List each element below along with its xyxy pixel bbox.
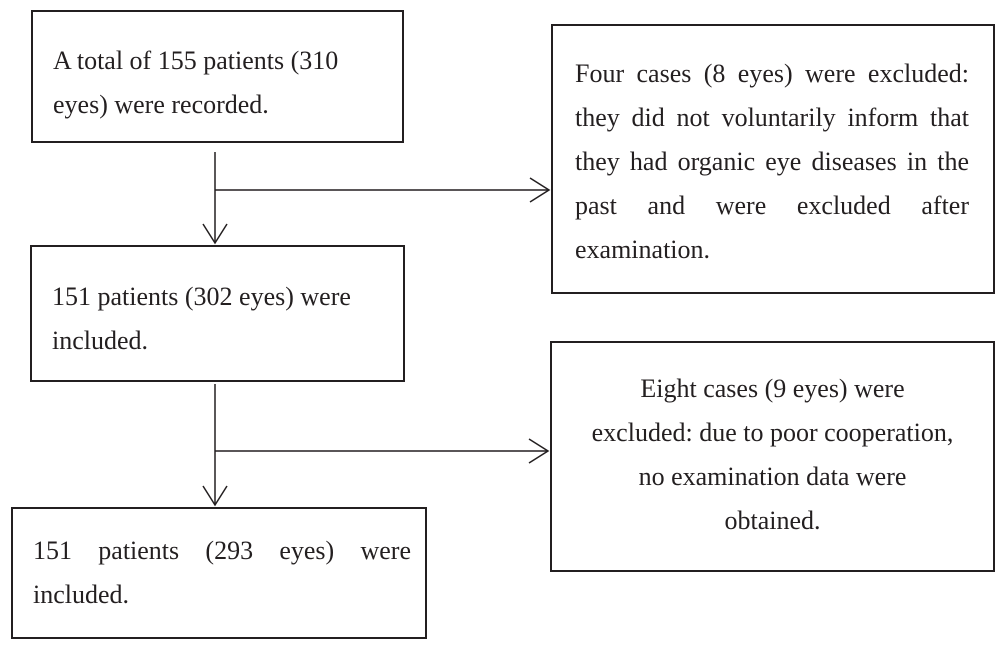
- included-patients-box: 151 patients (302 eyes) were included.: [30, 245, 405, 382]
- final-included-box: 151 patients (293 eyes) were included.: [11, 507, 427, 639]
- final-included-text: 151 patients (293 eyes) were included.: [33, 536, 411, 609]
- exclusion-box-2: Eight cases (9 eyes) were excluded: due …: [550, 341, 995, 572]
- arrowhead-exclusion1: [529, 177, 551, 203]
- total-patients-text: A total of 155 patients (310 eyes) were …: [53, 46, 339, 119]
- arrowhead-final: [202, 485, 228, 507]
- total-patients-box: A total of 155 patients (310 eyes) were …: [31, 10, 404, 143]
- arrowhead-exclusion2: [528, 438, 550, 464]
- arrowhead-step1: [202, 223, 228, 245]
- exclusion-2-text: Eight cases (9 eyes) were excluded: due …: [591, 374, 954, 535]
- included-patients-text: 151 patients (302 eyes) were included.: [52, 282, 351, 355]
- exclusion-box-1: Four cases (8 eyes) were excluded: they …: [551, 24, 995, 294]
- exclusion-1-text: Four cases (8 eyes) were excluded: they …: [575, 59, 969, 264]
